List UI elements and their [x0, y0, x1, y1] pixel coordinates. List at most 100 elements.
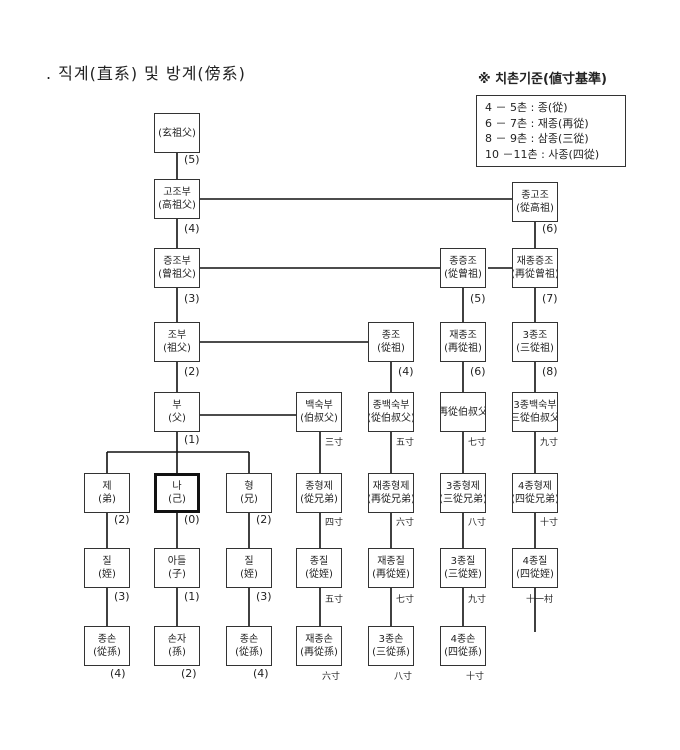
degree-label: 九寸 [540, 438, 559, 448]
node-hanja: (四從孫) [444, 647, 482, 658]
node-sajongjil: 4종질(四從姪) [512, 548, 558, 588]
node-self: 나 (己) [154, 473, 200, 513]
node-hanja: (從祖) [377, 343, 405, 354]
node-label: 종고조 [521, 190, 549, 201]
node-samjongbaeksukbu: 3종백숙부(三從伯叔父) [512, 392, 558, 432]
degree-label: 五寸 [396, 438, 415, 448]
node-hanja: (玄祖父) [158, 127, 196, 139]
node-jongjeungjo: 종증조(從曾祖) [440, 248, 486, 288]
node-hanja: (再從伯叔父) [441, 406, 485, 418]
node-label: 나 [172, 481, 182, 492]
node-adeul: 아들 (子) [154, 548, 200, 588]
node-baeksukbu: 백숙부 (伯叔父) [296, 392, 342, 432]
node-hanja: (再從曾祖) [512, 269, 558, 280]
node-label: 질 [102, 556, 112, 567]
legend-line: 6 － 7촌 : 재종(再從) [485, 116, 589, 130]
degree-label: (5) [184, 153, 200, 166]
degree-label: (3) [256, 590, 272, 603]
node-label: 종손 [97, 634, 117, 645]
node-label: 재종손 [305, 634, 333, 645]
node-hanja: (姪) [98, 569, 116, 580]
degree-label: (1) [184, 590, 200, 603]
node-jongbaeksukbu: 종백숙부(從伯叔父) [368, 392, 414, 432]
node-hanja: (姪) [240, 569, 258, 580]
degree-label: 四寸 [325, 518, 344, 528]
node-hanja: (再從祖) [444, 343, 482, 354]
degree-label: 六寸 [396, 518, 415, 528]
node-jobu: 조부(祖父) [154, 322, 200, 362]
node-label: 재종질 [377, 556, 405, 567]
degree-label: (7) [542, 292, 558, 305]
node-jaejongjo: 재종조 (再從祖) [440, 322, 486, 362]
node-hanja: (祖父) [163, 343, 191, 354]
node-hanja: (高祖父) [158, 200, 196, 211]
node-label: 아들 [167, 556, 187, 567]
node-hyeong: 형(兄) [226, 473, 272, 513]
node-samjongson: 3종손(三從孫) [368, 626, 414, 666]
node-label: 백숙부 [305, 400, 333, 411]
degree-label: (0) [184, 513, 200, 526]
node-jaejongson: 재종손(再從孫) [296, 626, 342, 666]
node-sajonghyeongje: 4종형제(四從兄弟) [512, 473, 558, 513]
node-jongson-right: 종손(從孫) [226, 626, 272, 666]
node-hanja: (弟) [98, 494, 116, 505]
node-label: 부 [172, 400, 182, 411]
degree-label: 八寸 [468, 518, 487, 528]
node-label: 3종질 [450, 556, 476, 567]
node-hanja: (三從兄弟) [440, 494, 486, 505]
node-hanja: (己) [168, 494, 186, 505]
node-sonja: 손자(孫) [154, 626, 200, 666]
node-label: 종증조 [449, 256, 477, 267]
node-jongjil: 종질(從姪) [296, 548, 342, 588]
node-label: 3종백숙부 [513, 400, 557, 411]
node-jaejongbaeksukbu: (再從伯叔父) [440, 392, 486, 432]
legend-line: 4 － 5촌 : 종(從) [485, 101, 568, 114]
node-hanja: (兄) [240, 494, 258, 505]
degree-label: (4) [253, 667, 269, 680]
legend-line: 8 － 9촌 : 삼종(三從) [485, 132, 589, 145]
legend-box: 4 － 5촌 : 종(從) 6 － 7촌 : 재종(再從) 8 － 9촌 : 삼… [476, 95, 626, 167]
node-label: 종조 [381, 330, 401, 341]
node-label: 4종질 [522, 556, 548, 567]
degree-label: 三寸 [325, 438, 344, 448]
node-hanja: (父) [168, 413, 186, 424]
node-hanja: (再從兄弟) [368, 494, 414, 505]
degree-label: (8) [542, 365, 558, 378]
node-label: 손자 [167, 634, 187, 645]
node-hanja: (從兄弟) [300, 494, 338, 505]
node-hanja: (再從姪) [372, 569, 410, 580]
degree-label: 六寸 [322, 672, 341, 682]
node-hanja: (三從姪) [444, 569, 482, 580]
node-hanja: (子) [168, 569, 186, 580]
degree-label: (4) [110, 667, 126, 680]
degree-label: (5) [470, 292, 486, 305]
degree-label: 十寸 [540, 518, 559, 528]
page-title: . 직계(直系) 및 방계(傍系) [46, 64, 246, 83]
node-jaejongjeungjo: 재종증조 (再從曾祖) [512, 248, 558, 288]
node-hanja: (從伯叔父) [368, 413, 414, 424]
node-label: 증조부 [163, 256, 191, 267]
node-label: 3종손 [378, 634, 404, 645]
degree-label: 十一村 [526, 595, 554, 605]
degree-label: 七寸 [396, 595, 415, 605]
node-label: 재종형제 [372, 481, 410, 492]
degree-label: (2) [181, 667, 197, 680]
node-hanja: (伯叔父) [300, 413, 338, 424]
node-jeungjobu: 증조부(曾祖父) [154, 248, 200, 288]
degree-label: (3) [184, 292, 200, 305]
node-label: 4종형제 [518, 481, 552, 492]
node-sajongson: 4종손(四從孫) [440, 626, 486, 666]
node-label: 3종형제 [446, 481, 480, 492]
node-label: 재종조 [449, 330, 477, 341]
node-label: 종질 [309, 556, 329, 567]
degree-label: (1) [184, 433, 200, 446]
degree-label: 十寸 [466, 672, 485, 682]
degree-label: (2) [114, 513, 130, 526]
node-label: 제 [102, 481, 112, 492]
node-jil-right: 질(姪) [226, 548, 272, 588]
degree-label: 八寸 [394, 672, 413, 682]
node-jaejonghyeongje: 재종형제 (再從兄弟) [368, 473, 414, 513]
degree-label: (6) [470, 365, 486, 378]
degree-label: 九寸 [468, 595, 487, 605]
node-label: 재종증조 [516, 256, 554, 267]
